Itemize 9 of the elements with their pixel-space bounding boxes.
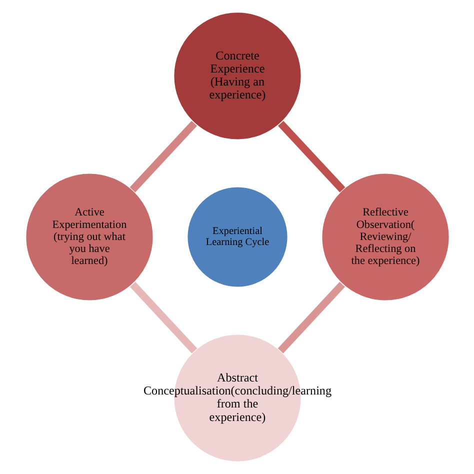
node-label: Conceptualisation(concluding/learning <box>142 384 332 398</box>
node-circle: Experiential Learning Cycle <box>186 186 288 288</box>
connector <box>277 282 345 354</box>
node-circle: Reflective Observation( Reviewing/ Reflecting on the experience) <box>320 172 450 302</box>
connector <box>129 282 197 354</box>
node-circle: Active Experimentation (trying out what you have learned) <box>24 172 154 302</box>
connector <box>277 120 345 192</box>
node-circle: Concrete Experience (Having an experience) <box>172 12 302 140</box>
connector <box>129 120 197 192</box>
